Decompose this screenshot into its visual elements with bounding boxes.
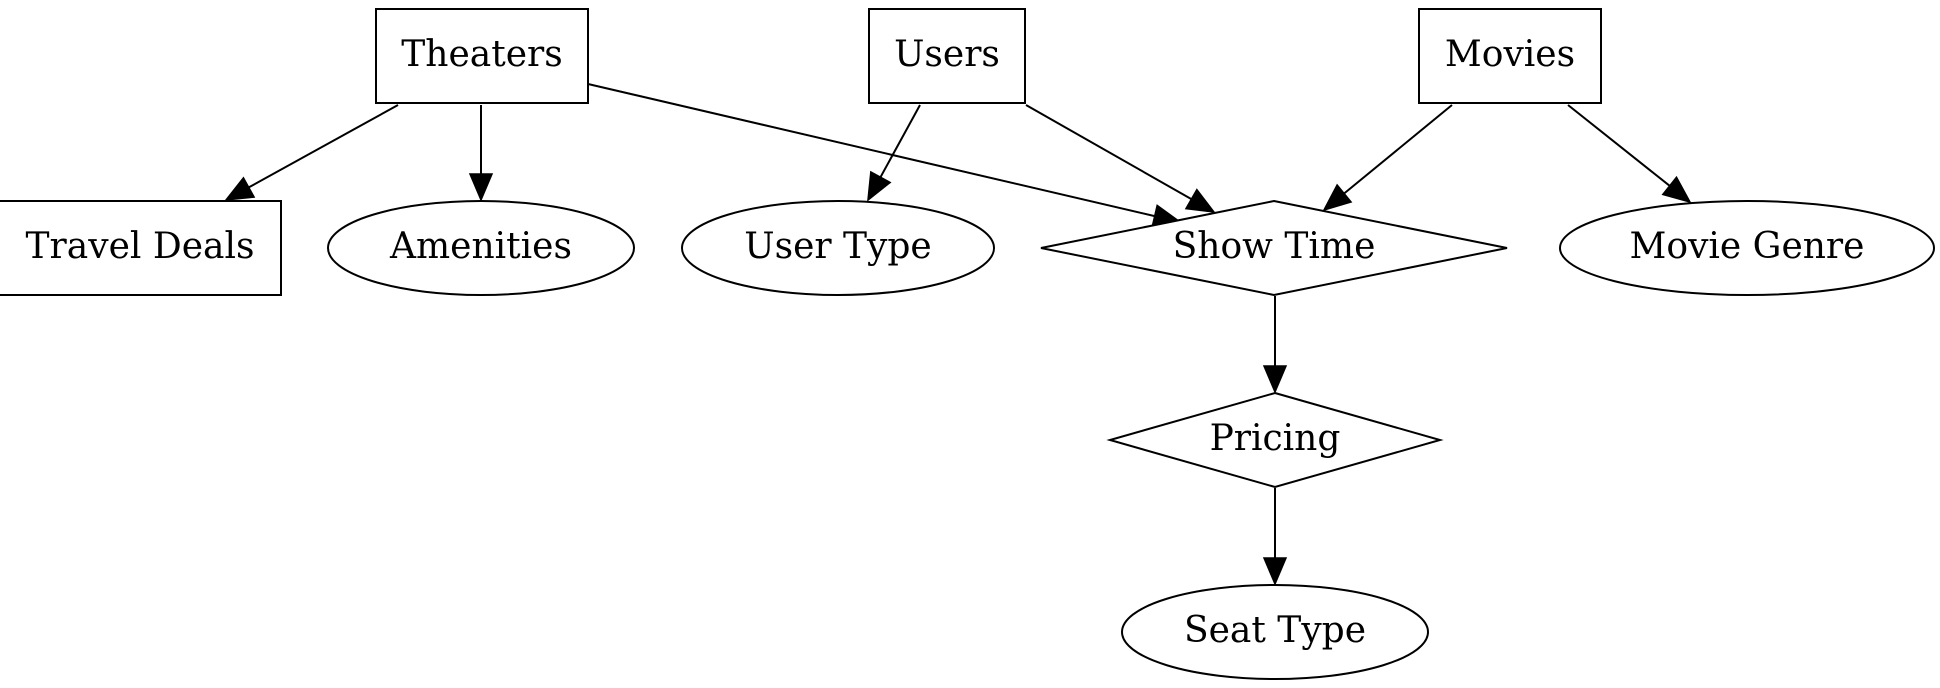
arrowhead-icon [1184, 188, 1216, 213]
edge-line [1025, 104, 1192, 201]
arrowhead-icon [1661, 175, 1692, 204]
arrowhead-icon [224, 176, 256, 201]
node-pricing: Pricing [1106, 391, 1444, 489]
node-amenities: Amenities [327, 200, 635, 296]
edge-users-to-show-time [1025, 104, 1216, 213]
edge-line [248, 104, 399, 189]
arrowhead-icon [468, 173, 494, 202]
node-diamond [1040, 199, 1508, 297]
node-box [1418, 8, 1602, 104]
edge-theaters-to-travel-deals [224, 104, 399, 201]
edge-pricing-to-seat-type [1262, 488, 1288, 586]
node-label: Travel Deals [26, 226, 255, 267]
node-ellipse [327, 200, 635, 296]
node-box [868, 8, 1026, 104]
node-label: Movie Genre [1630, 226, 1865, 267]
node-seat-type: Seat Type [1121, 584, 1429, 680]
node-label: Pricing [1210, 418, 1341, 459]
node-show-time: Show Time [1040, 199, 1508, 297]
node-label: Seat Type [1184, 610, 1366, 651]
arrowhead-icon [867, 170, 892, 202]
node-user-type: User Type [681, 200, 995, 296]
edge-movies-to-movie-genre [1567, 104, 1692, 204]
node-users: Users [868, 8, 1026, 104]
edge-line [1567, 104, 1671, 187]
node-travel-deals: Travel Deals [0, 200, 282, 296]
edge-movies-to-show-time [1322, 104, 1453, 212]
edge-show-time-to-pricing [1262, 296, 1288, 394]
arrowhead-icon [1322, 183, 1353, 212]
node-box [375, 8, 589, 104]
node-theaters: Theaters [375, 8, 589, 104]
arrowhead-icon [1262, 557, 1288, 586]
node-diamond [1106, 391, 1444, 489]
node-ellipse [1559, 200, 1935, 296]
node-label: Show Time [1173, 226, 1376, 267]
edge-line [1343, 104, 1453, 195]
node-label: Movies [1445, 34, 1575, 75]
node-ellipse [1121, 584, 1429, 680]
node-label: Theaters [401, 34, 562, 75]
node-box [0, 200, 282, 296]
edge-users-to-user-type [867, 104, 921, 202]
node-ellipse [681, 200, 995, 296]
edge-theaters-to-amenities [468, 105, 494, 202]
edge-line [587, 83, 1155, 218]
node-label: Amenities [389, 226, 572, 267]
node-label: User Type [744, 226, 931, 267]
edge-line [879, 104, 921, 178]
arrowhead-icon [1262, 365, 1288, 394]
node-movies: Movies [1418, 8, 1602, 104]
node-label: Users [894, 34, 1000, 75]
edges-layer [224, 83, 1692, 586]
node-movie-genre: Movie Genre [1559, 200, 1935, 296]
